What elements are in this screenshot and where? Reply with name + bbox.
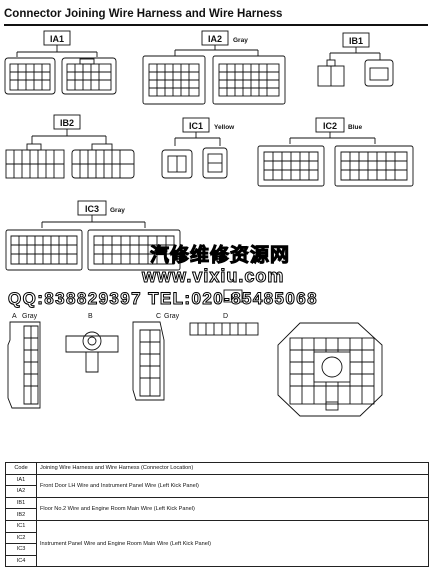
connector-ia2-label: IA2 [208,34,222,44]
table-cell-code: IC3 [5,543,37,556]
table-cell-code: IA1 [5,473,37,487]
connector-ia1: IA1 [4,30,117,95]
connector-ic1-label: IC1 [189,121,203,131]
connector-location-table: Code Joining Wire Harness and Wire Harne… [5,462,429,567]
table-cell-code: IC1 [5,519,37,533]
table-cell-location: Instrument Panel Wire and Engine Room Ma… [36,519,429,567]
connector-ic3-label: IC3 [85,204,99,214]
connector-ic1-color: Yellow [214,124,235,131]
table-cell-code: IC4 [5,554,37,567]
connector-ia2-color: Gray [233,37,248,44]
table-row: IB1 Floor No.2 Wire and Engine Room Main… [5,496,429,521]
connector-d: D [189,313,259,336]
connector-b-label: B [88,313,93,320]
title-underline [4,24,428,26]
table-cell-code: IC2 [5,531,37,545]
connector-ic3-color: Gray [110,207,125,214]
table-cell-location: Floor No.2 Wire and Engine Room Main Wir… [36,496,429,521]
table-header-row: Code Joining Wire Harness and Wire Harne… [5,462,429,475]
connector-diagram: IA1 IA2 Gray IB1 [4,30,414,417]
connector-a: A Gray [7,313,41,409]
table-row: IB2 [5,508,429,521]
connector-ic2: IC2 Blue [257,117,414,187]
connector-c-label: C [156,313,161,320]
connector-e-label: E [230,293,236,302]
connector-a-label: A [12,313,17,320]
connector-ib2: IB2 [5,114,135,179]
table-header-location: Joining Wire Harness and Wire Harness (C… [36,462,429,475]
page-title: Connector Joining Wire Harness and Wire … [4,8,283,20]
connector-ic2-label: IC2 [323,121,337,131]
connector-ic3: IC3 Gray [5,200,181,271]
connector-ia2: IA2 Gray [142,30,286,105]
connector-a-color: Gray [22,313,38,320]
connector-ib1: IB1 [317,32,394,87]
connector-ia1-label: IA1 [50,34,64,44]
connector-b: B [65,313,119,373]
connector-d-label: D [223,313,228,320]
table-cell-code: IB1 [5,496,37,510]
table-row: IC2 [5,531,429,545]
connector-ic2-color: Blue [348,124,362,131]
watermark-url: www.vixiu.com [141,266,285,287]
connector-c-color: Gray [164,313,180,320]
table-row: IA2 [5,485,429,498]
connector-ic1: IC1 Yellow [161,117,235,179]
connector-e [277,322,383,417]
table-header-code: Code [5,462,37,475]
table-cell-location: Front Door LH Wire and Instrument Panel … [36,473,429,498]
connector-ib2-label: IB2 [60,118,74,128]
table-row: IC1 Instrument Panel Wire and Engine Roo… [5,519,429,567]
connector-c: C Gray [132,313,180,401]
connector-ib1-label: IB1 [349,36,363,46]
table-cell-code: IB2 [5,508,37,521]
table-cell-code: IA2 [5,485,37,498]
watermark-contact: QQ:838829397 TEL:020-85485068 [8,289,318,309]
table-row: IA1 Front Door LH Wire and Instrument Pa… [5,473,429,498]
watermark-site-name: 汽修维修资源网 [149,245,291,267]
